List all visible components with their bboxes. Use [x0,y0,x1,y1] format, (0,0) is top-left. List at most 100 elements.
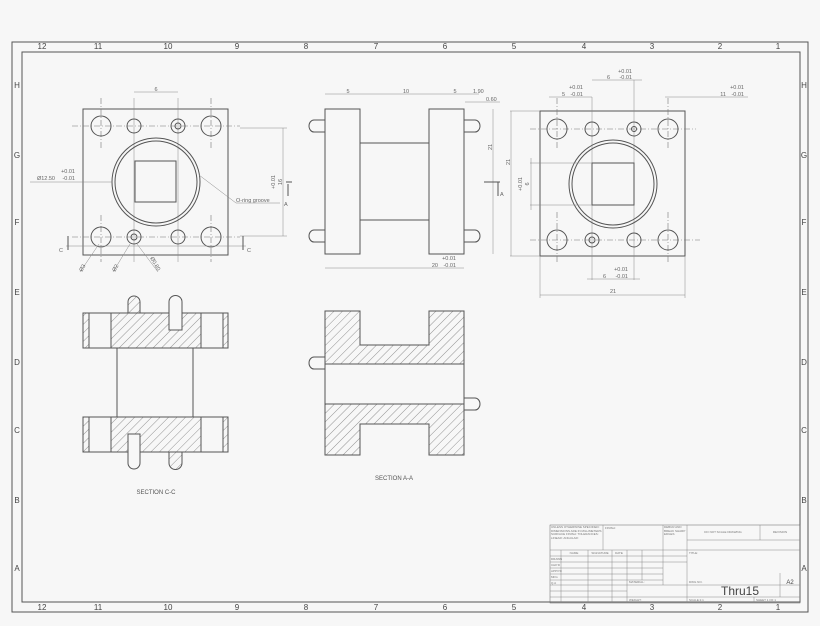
dim-tolerance: +0.01 [442,256,456,262]
tb-size: A2 [786,580,794,586]
tb-weight: WEIGHT: [629,598,642,602]
zone-row: B [14,496,19,505]
dim-tolerance: -0.01 [443,263,456,269]
dim-text: 6 [603,274,606,280]
tb-col-signature: SIGNATURE [591,551,608,555]
section-a-a-view: SECTION A-A [308,310,481,482]
zone-row: A [801,564,807,573]
zone-columns-top: 12 11 10 9 8 7 6 5 4 3 2 1 [38,42,781,51]
dim-text: 16 [278,179,284,185]
zone-col: 7 [374,42,379,51]
dim-tolerance: +0.01 [61,169,75,175]
zone-col: 10 [164,603,173,612]
dim-text: 5 [453,89,456,95]
dim-tolerance: -0.01 [619,75,632,81]
dim-tolerance: +0.01 [518,177,524,191]
dim-tolerance: -0.01 [570,92,583,98]
zone-row: G [14,151,20,160]
zone-col: 3 [650,42,655,51]
dim-tolerance: +0.01 [618,69,632,75]
dim-text: 6 [607,75,610,81]
dim-text: 5 [346,89,349,95]
tb-unless: UNLESS OTHERWISE SPECIFIED: DIMENSIONS A… [551,526,602,540]
tb-row: APPV'D [551,569,563,573]
zone-col: 6 [443,603,448,612]
zone-col: 6 [443,42,448,51]
zone-row: G [801,151,807,160]
zone-col: 4 [582,42,587,51]
dim-hole: Ø2 [112,264,121,273]
dim-text: 11 [720,92,726,98]
zone-col: 1 [776,603,781,612]
dim-hole: Ø0.80 [148,256,161,272]
tb-finish: FINISH: [605,526,616,530]
zone-col: 5 [512,42,517,51]
tb-row: DRAWN [551,557,562,561]
tb-row: CHK'D [551,563,561,567]
tb-scale: SCALE:1:1 [689,598,704,602]
zone-col: 5 [512,603,517,612]
zone-row: H [14,81,20,90]
zone-rows-right: H G F E D C B A [801,81,807,573]
dim-tolerance: +0.01 [730,85,744,91]
zone-col: 9 [235,42,240,51]
section-c-c-view: SECTION C-C [82,295,229,496]
note-o-ring-groove: O-ring groove [236,198,270,204]
zone-col: 9 [235,603,240,612]
section-marker-a: A [500,192,504,198]
dim-text: 21 [488,144,494,150]
section-c-c-label: SECTION C-C [137,490,177,496]
zone-row: D [801,358,807,367]
zone-col: 4 [582,603,587,612]
section-a-a-label: SECTION A-A [375,476,413,482]
dim-tolerance: +0.01 [271,175,277,189]
zone-col: 7 [374,603,379,612]
zone-col: 12 [38,603,47,612]
dim-text: 5 [562,92,565,98]
tb-dwg-no: Thru15 [721,584,759,598]
zone-row: F [802,218,807,227]
zone-col: 10 [164,42,173,51]
tb-material: MATERIAL: [629,580,645,584]
tb-dwg-no-label: DWG NO. [689,580,703,584]
zone-col: 8 [304,603,309,612]
dim-text: 20 [432,263,438,269]
dim-text: 1.90 [473,89,484,95]
tb-row: Q.A [551,581,556,585]
zone-col: 2 [718,42,723,51]
tb-row: MFG [551,575,558,579]
zone-col: 11 [94,603,103,612]
zone-row: D [14,358,20,367]
zone-col: 1 [776,42,781,51]
tb-title: TITLE: [689,551,698,555]
title-block: UNLESS OTHERWISE SPECIFIED: DIMENSIONS A… [549,524,801,604]
section-marker-c: C [247,248,251,254]
zone-col: 12 [38,42,47,51]
zone-row: F [15,218,20,227]
section-marker-c: C [59,248,63,254]
tb-col-date: DATE [615,551,623,555]
zone-col: 3 [650,603,655,612]
dim-tolerance: +0.01 [614,267,628,273]
dim-tolerance: -0.01 [615,274,628,280]
zone-row: C [801,426,807,435]
zone-row: C [14,426,20,435]
dim-text: 21 [506,159,512,165]
zone-col: 8 [304,42,309,51]
zone-row: E [14,288,19,297]
front-view: 6 +0.01 -0.01 Ø12.50 +0.01 16 O-ring gro… [30,87,292,273]
zone-row: E [801,288,806,297]
zone-row: H [801,81,807,90]
zone-row: A [14,564,20,573]
dim-tolerance: -0.01 [731,92,744,98]
back-view: +0.01 -0.01 6 +0.01 -0.01 5 +0.01 -0.01 … [506,69,748,298]
zone-col: 2 [718,603,723,612]
dim-hole: Ø3 [79,264,88,273]
zone-rows-left: H G F E D C B A [14,81,20,573]
tb-col-name: NAME [570,551,579,555]
dim-text: 6 [525,182,531,185]
dim-tolerance: -0.01 [62,176,75,182]
dim-text: 10 [403,89,409,95]
sheet-border [11,41,809,613]
